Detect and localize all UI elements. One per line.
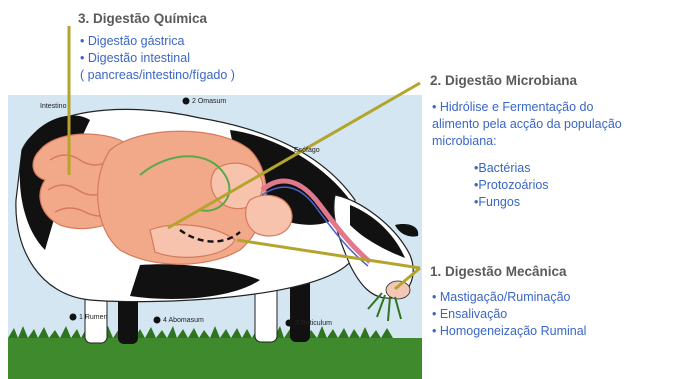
label-reticulum: 3 Reticulum <box>295 320 332 327</box>
microbial-fungi: •Fungos <box>474 194 520 211</box>
label-intestine: Intestino <box>40 103 66 110</box>
mechanical-item-salivation: • Ensalivação <box>432 306 507 323</box>
omasum-marker-icon <box>183 98 190 105</box>
mechanical-item-chewing: • Mastigação/Ruminação <box>432 289 570 306</box>
chemical-digestion-heading: 3. Digestão Química <box>78 11 207 26</box>
microbial-line-3: microbiana: <box>432 133 497 150</box>
microbial-digestion-heading: 2. Digestão Microbiana <box>430 73 577 88</box>
microbial-line-1: • Hidrólise e Fermentação do <box>432 99 593 116</box>
rumen-marker-icon <box>70 314 77 321</box>
label-omasum: 2 Omasum <box>192 98 226 105</box>
mechanical-digestion-heading: 1. Digestão Mecânica <box>430 264 567 279</box>
microbial-protozoa: •Protozoários <box>474 177 549 194</box>
label-esophagus: Esófago <box>294 147 320 154</box>
reticulum-marker-icon <box>286 320 293 327</box>
label-abomasum: 4 Abomasum <box>163 317 204 324</box>
microbial-bacteria: •Bactérias <box>474 160 530 177</box>
chemical-item-intestinal: • Digestão intestinal <box>80 50 190 67</box>
grass-ground <box>8 338 422 379</box>
microbial-line-2: alimento pela acção da população <box>432 116 622 133</box>
chemical-item-gastric: • Digestão gástrica <box>80 33 184 50</box>
cow-muzzle <box>386 281 410 299</box>
abomasum-marker-icon <box>154 317 161 324</box>
mechanical-item-homogenization: • Homogeneização Ruminal <box>432 323 586 340</box>
label-rumen: 1 Rumen <box>79 314 107 321</box>
chemical-item-organs: ( pancreas/intestino/fígado ) <box>80 67 235 84</box>
reticulum-organ <box>246 195 292 236</box>
